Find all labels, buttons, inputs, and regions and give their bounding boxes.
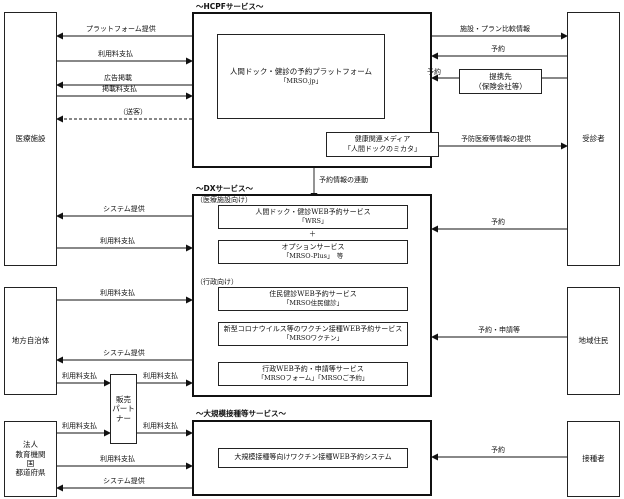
label-usage-fee-3: 利用料支払 <box>100 289 135 297</box>
wrs-title: 人間ドック・健診WEB予約サービス <box>255 207 371 216</box>
label-reservation-2: 予約 <box>491 218 505 226</box>
option-box: オプションサービス 「MRSO-Plus」 等 <box>218 240 408 264</box>
media-title: 健康関連メディア <box>354 135 411 144</box>
reseller-box: 販売 パート ナー <box>110 374 137 444</box>
resident-checkup-name: 「MRSO住民健診」 <box>282 299 344 308</box>
option-name: 「MRSO-Plus」 等 <box>282 252 344 261</box>
wrs-box: 人間ドック・健診WEB予約サービス 「WRS」 <box>218 205 408 229</box>
actor-patient-label: 受診者 <box>582 134 605 144</box>
resident-checkup-title: 住民健診WEB予約サービス <box>269 289 357 298</box>
label-usage-fee-2: 利用料支払 <box>100 237 135 245</box>
label-linkage: 予約情報の連動 <box>319 176 368 184</box>
label-reservation-partner: 予約 <box>427 68 441 76</box>
actor-residents-label: 地域住民 <box>578 336 609 346</box>
actor-local-gov-label: 地方自治体 <box>11 336 50 346</box>
vaccine-box: 新型コロナウイルス等のワクチン接種WEB予約サービス 「MRSOワクチン」 <box>218 322 408 346</box>
actor-medical-facility: 医療施設 <box>4 12 57 266</box>
dx-for-medical-label: （医療施設向け） <box>196 196 252 204</box>
actor-corp-line-1: 法人 <box>23 440 38 450</box>
admin-title: 行政WEB予約・申請等サービス <box>262 364 364 373</box>
actor-patient: 受診者 <box>567 12 620 266</box>
actor-medical-label: 医療施設 <box>15 134 46 144</box>
label-platform-provide: プラットフォーム提供 <box>86 25 156 33</box>
media-box: 健康関連メディア 「人間ドックのミカタ」 <box>326 132 439 157</box>
partner-line-1: 提携先 <box>489 72 512 82</box>
label-usage-fee-7: 利用料支払 <box>143 422 178 430</box>
plus-sign: ＋ <box>309 230 316 238</box>
actor-vaccinee-label: 接種者 <box>582 454 605 464</box>
vaccine-name: 「MRSOワクチン」 <box>282 334 344 343</box>
label-system-provide-2: システム提供 <box>103 349 145 357</box>
large-scale-system-label: 大規模接種等向けワクチン接種WEB予約システム <box>234 453 392 462</box>
actor-corporations: 法人 教育機関 国 都道府県 <box>4 421 57 497</box>
label-system-provide-1: システム提供 <box>103 205 145 213</box>
actor-corp-line-3: 国 <box>26 459 35 468</box>
section-hcpf-title: ～HCPFサービス～ <box>196 2 264 11</box>
label-reservation-1: 予約 <box>491 45 505 53</box>
label-reserve-apply: 予約・申請等 <box>478 326 520 334</box>
platform-box: 人間ドック・健診の予約プラットフォーム 「MRSO.jp」 <box>217 34 385 119</box>
actor-vaccinee: 接種者 <box>567 421 620 497</box>
label-ad-fee: 掲載料支払 <box>102 85 137 93</box>
option-title: オプションサービス <box>281 242 345 251</box>
label-send-customer: （送客） <box>119 108 147 116</box>
label-usage-fee-6: 利用料支払 <box>62 422 97 430</box>
resident-checkup-box: 住民健診WEB予約サービス 「MRSO住民健診」 <box>218 287 408 311</box>
reseller-line-2: パート <box>112 404 135 414</box>
actor-residents: 地域住民 <box>567 287 620 395</box>
label-usage-fee-4: 利用料支払 <box>62 372 97 380</box>
partner-line-2: （保険会社等） <box>474 81 527 91</box>
label-preventive-info: 予防医療等情報の提供 <box>461 135 531 143</box>
vaccine-title: 新型コロナウイルス等のワクチン接種WEB予約サービス <box>223 324 403 333</box>
admin-name: 「MRSOフォーム」「MRSOご予約」 <box>257 374 369 383</box>
label-usage-fee-8: 利用料支払 <box>100 455 135 463</box>
admin-box: 行政WEB予約・申請等サービス 「MRSOフォーム」「MRSOご予約」 <box>218 362 408 386</box>
media-name: 「人間ドックのミカタ」 <box>344 144 421 153</box>
section-dx-title: ～DXサービス～ <box>196 184 254 193</box>
platform-title: 人間ドック・健診の予約プラットフォーム <box>229 67 373 77</box>
platform-name: 「MRSO.jp」 <box>279 77 323 86</box>
label-usage-fee-1: 利用料支払 <box>98 50 133 58</box>
label-usage-fee-5: 利用料支払 <box>143 372 178 380</box>
dx-for-gov-label: （行政向け） <box>196 278 238 286</box>
reseller-line-3: ナー <box>116 413 131 423</box>
reseller-line-1: 販売 <box>116 394 131 404</box>
label-reservation-3: 予約 <box>491 446 505 454</box>
actor-corp-line-4: 都道府県 <box>15 468 46 478</box>
actor-corp-line-2: 教育機関 <box>15 449 46 459</box>
label-ad-placement: 広告掲載 <box>104 74 132 82</box>
label-facility-info: 施設・プラン比較情報 <box>460 25 530 33</box>
section-large-title: ～大規模接種等サービス～ <box>196 409 286 418</box>
large-scale-system-box: 大規模接種等向けワクチン接種WEB予約システム <box>218 448 408 468</box>
wrs-name: 「WRS」 <box>298 217 328 226</box>
actor-local-government: 地方自治体 <box>4 287 57 395</box>
partner-box: 提携先 （保険会社等） <box>459 69 542 94</box>
label-system-provide-3: システム提供 <box>103 477 145 485</box>
